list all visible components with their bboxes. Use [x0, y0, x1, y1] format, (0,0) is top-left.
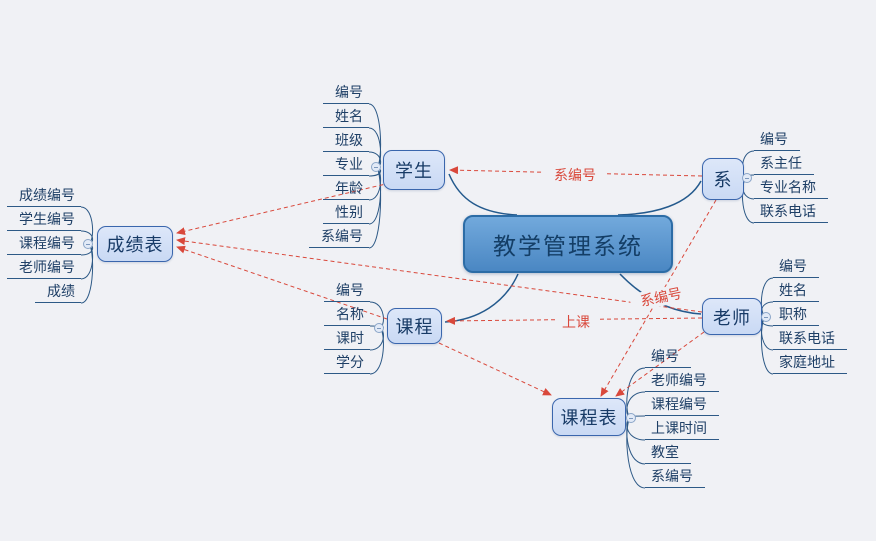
- central-topic[interactable]: 教学管理系统: [463, 215, 673, 273]
- minus-icon: [374, 166, 378, 168]
- attr-topic[interactable]: 成绩编号: [7, 185, 81, 207]
- collapse-handle-student[interactable]: [371, 162, 381, 172]
- attr-topic[interactable]: 老师编号: [645, 370, 719, 392]
- attr-topic[interactable]: 班级: [323, 130, 369, 152]
- collapse-handle-course-schedule[interactable]: [626, 413, 636, 423]
- attr-topic[interactable]: 课程编号: [7, 233, 81, 255]
- attr-topic[interactable]: 联系电话: [773, 328, 847, 350]
- topic-grade-table[interactable]: 成绩表: [97, 226, 173, 262]
- attr-topic[interactable]: 编号: [324, 280, 370, 302]
- department-attr-brackets: [741, 150, 755, 224]
- attr-topic[interactable]: 课时: [324, 328, 370, 350]
- attr-topic[interactable]: 学分: [324, 352, 370, 374]
- collapse-handle-department[interactable]: [742, 173, 752, 183]
- attr-topic[interactable]: 联系电话: [754, 201, 828, 223]
- relationship-label-teacher-course[interactable]: 上课: [555, 313, 597, 331]
- attr-topic[interactable]: 成绩: [35, 281, 81, 303]
- minus-icon: [745, 177, 749, 179]
- attr-topic[interactable]: 编号: [645, 346, 691, 368]
- canvas-bottom-edge: [0, 541, 876, 546]
- topic-teacher[interactable]: 老师: [702, 298, 762, 335]
- attr-topic[interactable]: 姓名: [773, 280, 819, 302]
- attr-topic[interactable]: 课程编号: [645, 394, 719, 416]
- attr-topic[interactable]: 性别: [323, 202, 369, 224]
- branch-curve-student: [448, 173, 518, 216]
- relationship-line-student-gradetable[interactable]: [176, 182, 391, 236]
- relationship-line-course-gradetable[interactable]: [176, 245, 388, 320]
- student-attr-brackets: [368, 103, 382, 249]
- relationship-line-course-schedule[interactable]: [438, 342, 552, 396]
- attr-topic[interactable]: 编号: [754, 129, 800, 151]
- relationship-label-department-student[interactable]: 系编号: [544, 166, 606, 184]
- attr-topic[interactable]: 系主任: [754, 153, 814, 175]
- attr-topic[interactable]: 老师编号: [7, 257, 81, 279]
- topic-student[interactable]: 学生: [383, 150, 445, 190]
- topic-course[interactable]: 课程: [387, 308, 442, 344]
- attr-topic[interactable]: 年龄: [323, 178, 369, 200]
- attr-topic[interactable]: 学生编号: [7, 209, 81, 231]
- attr-topic[interactable]: 编号: [773, 256, 819, 278]
- attr-topic[interactable]: 系编号: [645, 466, 705, 488]
- minus-icon: [377, 327, 381, 329]
- topic-course-schedule[interactable]: 课程表: [552, 398, 626, 436]
- branch-curve-department: [617, 180, 702, 216]
- minus-icon: [86, 243, 90, 245]
- minus-icon: [764, 316, 768, 318]
- attr-topic[interactable]: 名称: [324, 304, 370, 326]
- attr-topic[interactable]: 教室: [645, 442, 691, 464]
- collapse-handle-course[interactable]: [374, 323, 384, 333]
- collapse-handle-grade-table[interactable]: [83, 239, 93, 249]
- relationship-line-teacher-gradetable[interactable]: [176, 237, 703, 313]
- attr-topic[interactable]: 编号: [323, 82, 369, 104]
- attr-topic[interactable]: 专业名称: [754, 177, 828, 199]
- attr-topic[interactable]: 专业: [323, 154, 369, 176]
- attr-topic[interactable]: 系编号: [309, 226, 369, 248]
- course-attr-brackets: [369, 301, 384, 375]
- minus-icon: [629, 417, 633, 419]
- teacher-attr-brackets: [760, 277, 774, 375]
- attr-topic[interactable]: 家庭地址: [773, 352, 847, 374]
- attr-topic[interactable]: 姓名: [323, 106, 369, 128]
- attr-topic[interactable]: 职称: [773, 304, 819, 326]
- grade-table-attr-brackets: [80, 206, 94, 304]
- branch-curve-course: [444, 273, 519, 323]
- collapse-handle-teacher[interactable]: [761, 312, 771, 322]
- topic-department[interactable]: 系: [702, 158, 744, 200]
- attr-topic[interactable]: 上课时间: [645, 418, 719, 440]
